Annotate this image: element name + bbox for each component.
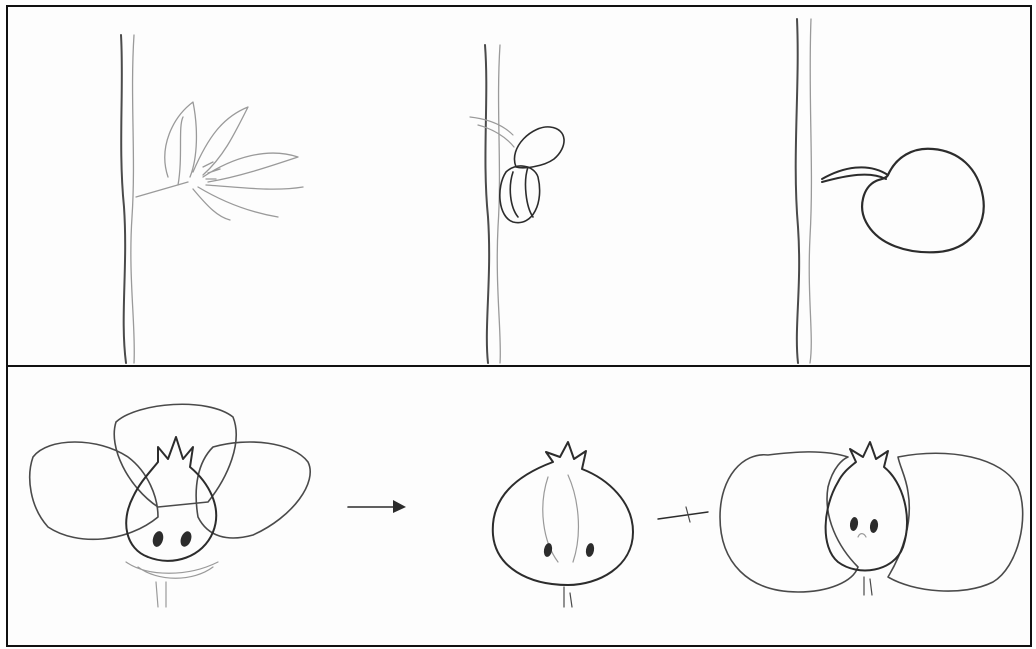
stage-3-mature-fruit-on-stem: [796, 19, 984, 363]
stem-2: [485, 45, 489, 363]
stage-2-young-fruit-on-stem: [470, 45, 564, 363]
ovary-in-fruit: [826, 442, 907, 570]
arrow-ovary-to-fruit: [658, 507, 708, 522]
fruit-right-half: [888, 453, 1023, 591]
fruit-with-ovary: [720, 442, 1023, 595]
stem-1: [121, 35, 126, 363]
arrow-flower-to-ovary: [348, 500, 406, 513]
seed-6: [869, 519, 879, 534]
seed-4: [585, 542, 595, 557]
bottom-panel-drawing: [8, 367, 1030, 645]
flower-with-ovary: [30, 404, 310, 607]
top-panel: [6, 5, 1032, 367]
seed-3: [543, 542, 553, 557]
ovary-developing: [493, 442, 633, 585]
stage-1-flower-on-stem: [121, 35, 303, 363]
seed-1: [151, 530, 165, 548]
petal-top: [114, 404, 236, 507]
mature-fruit: [862, 149, 984, 253]
top-panel-drawing: [8, 7, 1030, 365]
seed-5: [849, 517, 859, 532]
petal-right: [196, 442, 310, 538]
bottom-panel: [6, 365, 1032, 647]
seed-2: [179, 530, 194, 548]
flower-sketch: [136, 102, 303, 220]
ovary-flower: [126, 437, 216, 561]
developing-ovary: [493, 442, 633, 607]
fruit-left-half: [720, 452, 858, 592]
stem-3: [796, 19, 799, 363]
